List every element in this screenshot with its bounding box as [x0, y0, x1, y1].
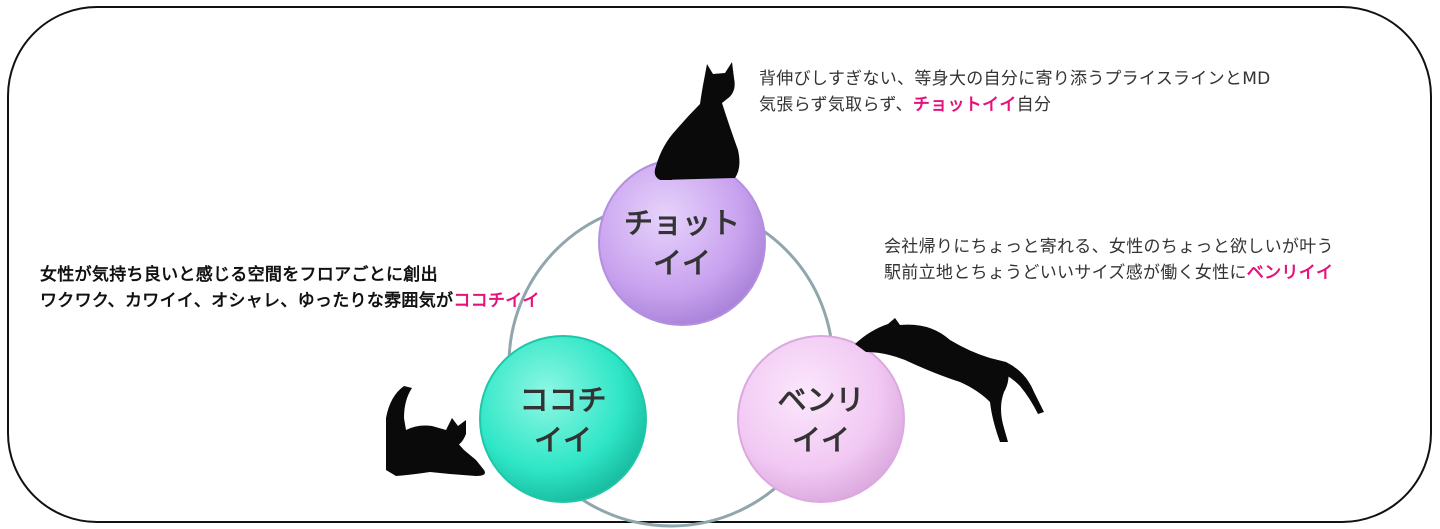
caption-top-line2: 気張らず気取らず、チョットイイ自分: [759, 92, 1271, 118]
caption-right: 会社帰りにちょっと寄れる、女性のちょっと欲しいが叶う 駅前立地とちょうどいいサイ…: [884, 234, 1334, 286]
caption-top-prefix: 気張らず気取らず、: [759, 95, 913, 115]
node-top-line1: チョット: [623, 206, 740, 240]
caption-top-highlight: チョットイイ: [912, 95, 1017, 115]
caption-left-highlight: ココチイイ: [453, 291, 540, 311]
rounded-frame: [7, 6, 1432, 523]
node-left-line2: イイ: [533, 423, 592, 457]
node-left-circle: [479, 335, 647, 503]
node-right-circle: [737, 335, 905, 503]
node-left-label: ココチ イイ: [478, 380, 648, 460]
node-left-line1: ココチ: [519, 383, 607, 417]
caption-top: 背伸びしすぎない、等身大の自分に寄り添うプライスラインとMD 気張らず気取らず、…: [759, 66, 1271, 118]
cat-sitting-icon: [654, 62, 740, 180]
cat-leaping-icon: [855, 318, 1044, 442]
caption-left-prefix: ワクワク、カワイイ、オシャレ、ゆったりな雰囲気が: [40, 291, 454, 311]
caption-right-line1: 会社帰りにちょっと寄れる、女性のちょっと欲しいが叶う: [884, 237, 1334, 257]
caption-left-line1: 女性が気持ち良いと感じる空間をフロアごとに創出: [40, 265, 438, 285]
node-right-label: ベンリ イイ: [736, 380, 906, 460]
caption-top-line1: 背伸びしすぎない、等身大の自分に寄り添うプライスラインとMD: [759, 69, 1271, 89]
caption-right-highlight: ベンリイイ: [1246, 263, 1334, 283]
caption-left: 女性が気持ち良いと感じる空間をフロアごとに創出 ワクワク、カワイイ、オシャレ、ゆ…: [40, 262, 540, 314]
caption-right-line2: 駅前立地とちょうどいいサイズ感が働く女性にベンリイイ: [884, 260, 1334, 286]
caption-right-prefix: 駅前立地とちょうどいいサイズ感が働く女性に: [884, 263, 1247, 283]
caption-top-suffix: 自分: [1016, 95, 1052, 115]
node-top-label: チョット イイ: [597, 203, 767, 283]
caption-left-line2: ワクワク、カワイイ、オシャレ、ゆったりな雰囲気がココチイイ: [40, 288, 540, 314]
node-top-line2: イイ: [652, 246, 711, 280]
cat-stretching-icon: [386, 386, 485, 476]
node-right-line1: ベンリ: [777, 383, 865, 417]
node-right-line2: イイ: [791, 423, 850, 457]
